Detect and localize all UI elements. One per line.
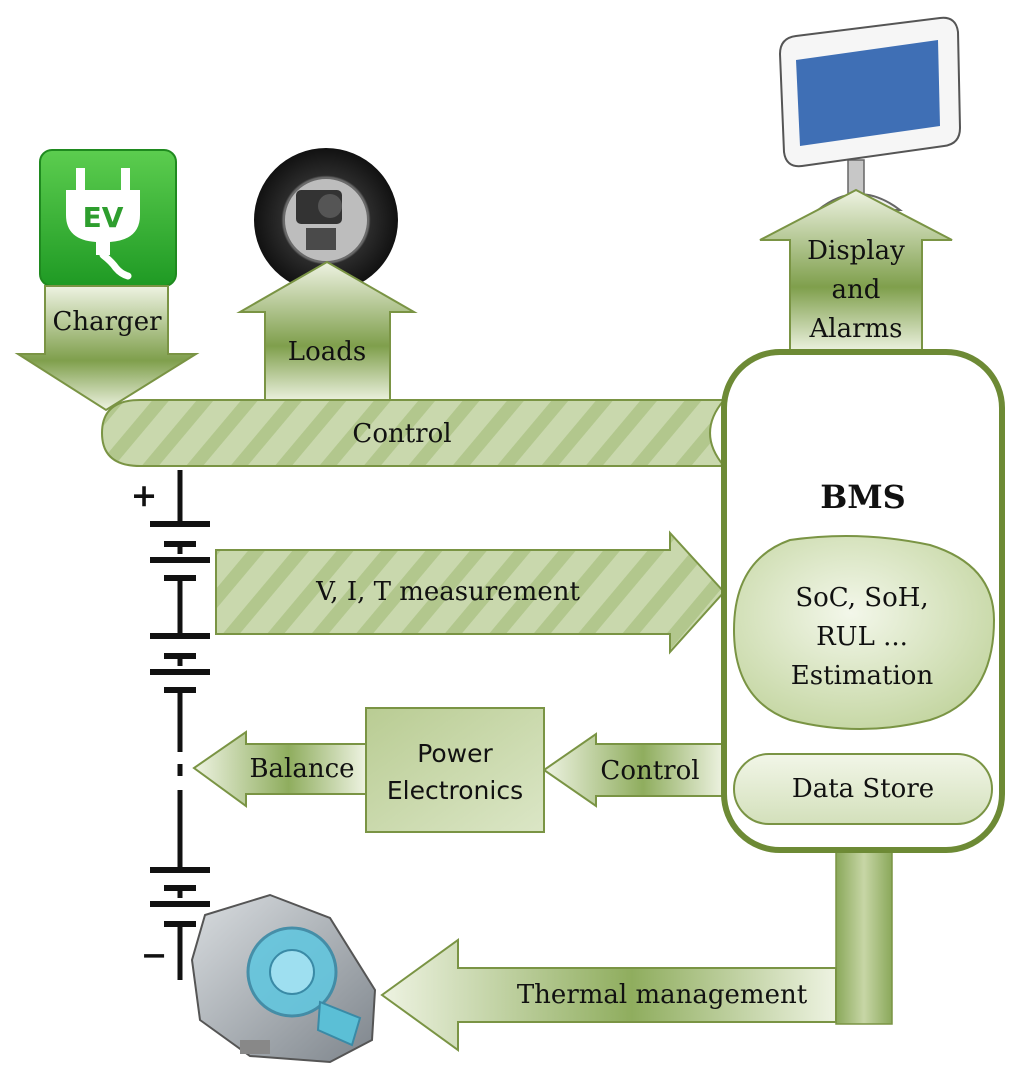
plus-terminal: +	[131, 476, 158, 514]
display-arrow: Display and Alarms	[759, 188, 953, 353]
ev-plug-icon: EV	[39, 149, 177, 287]
power-electronics-line1: Power	[417, 739, 493, 768]
charger-arrow: Charger	[14, 285, 200, 412]
measurement-arrow: V, I, T measurement	[215, 530, 726, 655]
thermal-arrow: Thermal management	[380, 938, 837, 1052]
minus-terminal: −	[141, 936, 168, 974]
display-label-line3: Alarms	[808, 314, 902, 344]
measurement-label: V, I, T measurement	[315, 577, 580, 607]
bms-title: BMS	[820, 478, 906, 516]
control-top-label: Control	[352, 419, 451, 449]
monitor-icon	[778, 16, 962, 211]
estimation-line2: RUL ...	[816, 622, 908, 652]
charger-label: Charger	[52, 307, 162, 337]
wheel-motor-icon	[254, 148, 398, 292]
estimation-line1: SoC, SoH,	[795, 583, 928, 613]
ev-badge-text: EV	[83, 201, 124, 234]
power-electronics-line2: Electronics	[387, 776, 523, 805]
data-store-label: Data Store	[792, 774, 934, 804]
thermal-riser-bar	[835, 847, 893, 1025]
display-label-line1: Display	[807, 236, 905, 266]
control-bus: Control	[100, 399, 727, 467]
display-label-line2: and	[832, 275, 881, 305]
estimation-line3: Estimation	[791, 661, 934, 691]
battery-pack-symbol	[150, 470, 210, 980]
power-electronics-box: Power Electronics	[365, 707, 545, 833]
thermal-label: Thermal management	[517, 980, 808, 1010]
data-store-pill: Data Store	[733, 753, 993, 825]
loads-arrow: Loads	[236, 260, 418, 403]
bms-box: BMS SoC, SoH, RUL ... Estimation Data St…	[721, 349, 1005, 853]
loads-label: Loads	[288, 337, 366, 367]
control-bottom-label: Control	[600, 756, 699, 786]
balance-arrow: Balance	[192, 730, 367, 808]
balance-label: Balance	[249, 754, 354, 784]
control-bottom-arrow: Control	[542, 732, 725, 808]
estimation-blob: SoC, SoH, RUL ... Estimation	[732, 535, 996, 730]
cooling-pump-icon	[190, 893, 377, 1064]
